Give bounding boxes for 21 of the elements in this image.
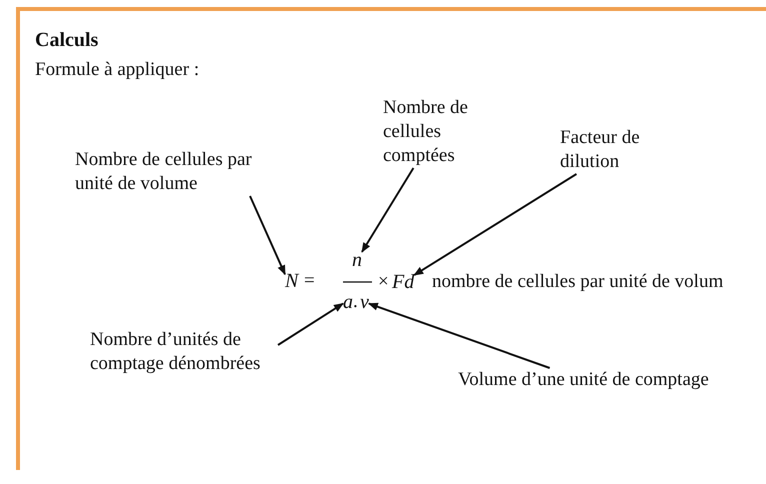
diagram-title: Calculs xyxy=(35,28,98,52)
subtitle: Formule à appliquer : xyxy=(35,58,200,82)
formula-variable: v xyxy=(360,290,369,314)
annotation-text: Facteur de dilution xyxy=(560,126,670,174)
arrow xyxy=(361,167,414,253)
formula-variable: a xyxy=(343,290,353,314)
multiply-sign: × xyxy=(378,270,389,294)
annotation-text: Nombre d’unités de comptage dénombrées xyxy=(90,328,290,376)
arrow xyxy=(277,302,344,346)
arrow xyxy=(249,196,286,276)
annotation-text: Nombre de cellules par unité de volume xyxy=(75,148,290,196)
formula-variable: Fd xyxy=(392,270,414,294)
arrow xyxy=(413,173,577,276)
annotation-text: Volume d’une unité de comptage xyxy=(458,368,709,392)
formula-description: nombre de cellules par unité de volum xyxy=(432,270,724,294)
arrow xyxy=(368,302,550,369)
formula-variable: N xyxy=(285,269,298,293)
formula-variable: n xyxy=(352,248,362,272)
dot-operator: . xyxy=(353,290,358,314)
annotation-text: Nombre de cellules comptées xyxy=(383,96,488,168)
equals-sign: = xyxy=(304,269,315,293)
